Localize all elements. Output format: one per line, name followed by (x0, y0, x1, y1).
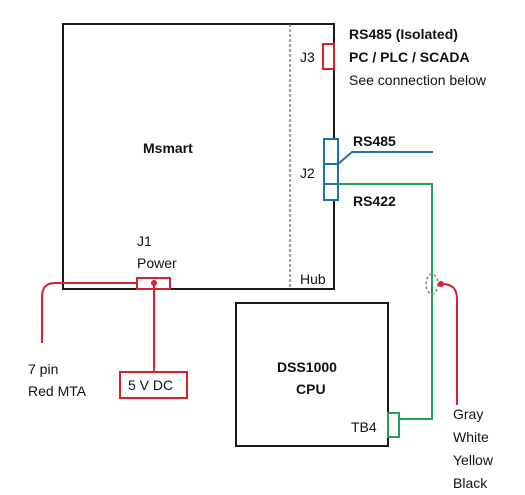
msmart-box (62, 23, 335, 290)
j2-connector (323, 138, 339, 201)
j3-designator: J3 (300, 49, 315, 65)
rs422-wire (338, 183, 433, 420)
power-lead-left (41, 282, 137, 343)
j3-connector (322, 43, 335, 70)
dss-title: DSS1000 (277, 359, 337, 375)
rs422-label: RS422 (353, 193, 396, 209)
j1-designator: J1 (137, 233, 152, 249)
dss-subtitle: CPU (296, 381, 326, 397)
tb4-label: TB4 (351, 419, 377, 435)
rs485-label: RS485 (353, 133, 396, 149)
wire-color-1: Gray (453, 406, 483, 422)
wire-color-3: Yellow (453, 452, 494, 468)
wire-color-4: Black (453, 475, 488, 491)
wire-color-2: White (453, 429, 489, 445)
msmart-title: Msmart (143, 140, 193, 156)
connector-label-1: 7 pin (28, 361, 58, 377)
tb4-connector (387, 412, 400, 438)
hub-label: Hub (300, 271, 326, 287)
see-connection-label: See connection below (349, 72, 487, 88)
rs485-isolated-label: RS485 (Isolated) (349, 26, 458, 42)
supply-label: 5 V DC (128, 377, 173, 393)
dss-box (235, 302, 389, 447)
pc-plc-scada-label: PC / PLC / SCADA (349, 49, 470, 65)
j2-designator: J2 (300, 165, 315, 181)
supply-box (119, 371, 188, 399)
j1-label: Power (137, 255, 177, 271)
cable-callout-line (440, 283, 458, 405)
rs485-wire (337, 151, 433, 165)
connector-label-2: Red MTA (28, 383, 87, 399)
